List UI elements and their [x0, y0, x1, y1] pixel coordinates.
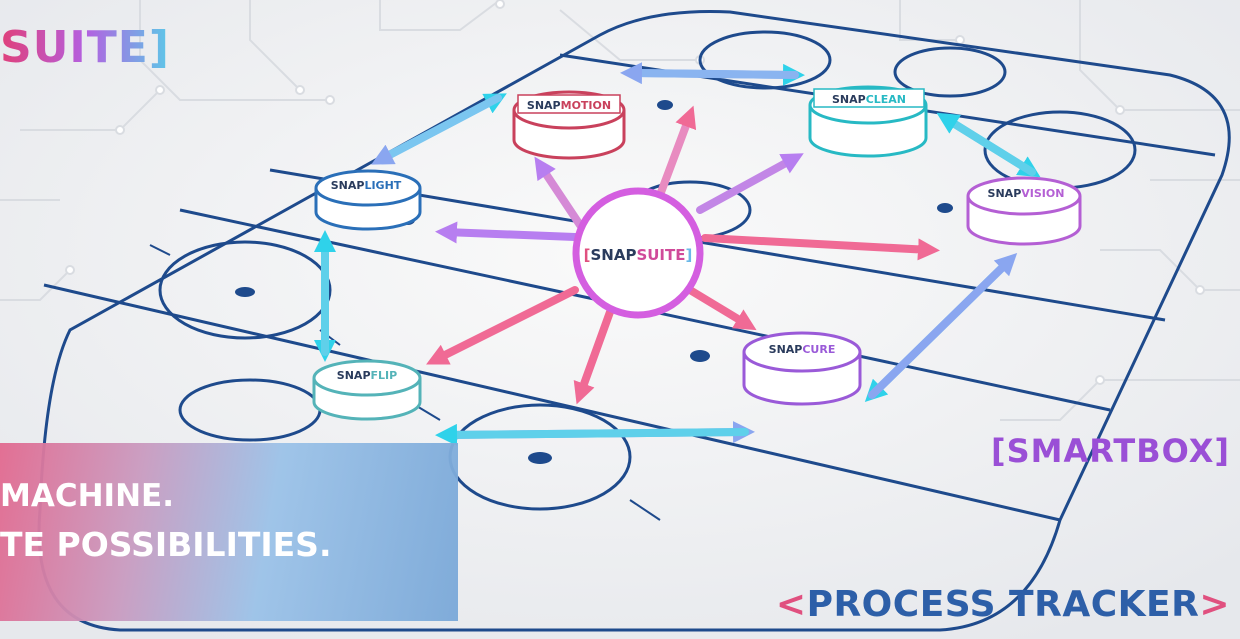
puck-snapmotion: SNAPMOTION — [512, 90, 626, 160]
svg-text:SNAPLIGHT: SNAPLIGHT — [331, 179, 402, 192]
tagline-line-1: MACHINE. — [0, 478, 174, 514]
svg-text:SNAPMOTION: SNAPMOTION — [527, 99, 611, 112]
puck-snapcure: SNAPCURE — [742, 331, 862, 406]
tracker-close-bracket: > — [1199, 584, 1230, 625]
pucks: SNAPMOTION SNAPCLEAN SNAPLIGHT SNAPVISIO… — [312, 85, 1082, 421]
svg-text:SNAPCURE: SNAPCURE — [769, 343, 836, 356]
tracker-text: PROCESS TRACKER — [806, 584, 1200, 625]
puck-snapflip: SNAPFLIP — [312, 359, 422, 421]
svg-text:SNAPFLIP: SNAPFLIP — [337, 369, 397, 382]
hub-label: [SNAPSUITE] — [584, 246, 693, 264]
puck-arrows — [314, 62, 1041, 446]
snapsuite-hub: [SNAPSUITE] — [572, 187, 704, 319]
snapsuite-logo: SUITE] — [0, 22, 170, 73]
hub-arrows — [426, 105, 940, 405]
svg-text:SNAPVISION: SNAPVISION — [988, 187, 1065, 200]
faceoff-dots — [235, 100, 953, 464]
puck-snapclean: SNAPCLEAN — [808, 85, 928, 158]
process-tracker-logo: <PROCESS TRACKER> — [776, 584, 1230, 625]
puck-snapvision: SNAPVISION — [966, 176, 1082, 246]
svg-text:SNAPCLEAN: SNAPCLEAN — [832, 93, 906, 106]
tagline-line-2: TE POSSIBILITIES. — [0, 525, 332, 564]
smartbox-logo: [SMARTBOX] — [990, 432, 1230, 470]
tagline-banner — [0, 443, 458, 621]
tracker-open-bracket: < — [775, 584, 807, 625]
puck-snaplight: SNAPLIGHT — [314, 169, 422, 231]
